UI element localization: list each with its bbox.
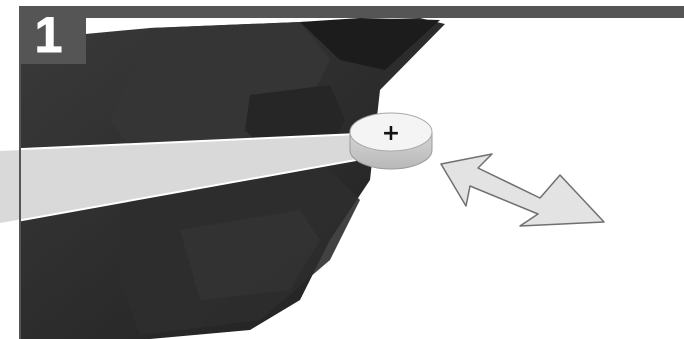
left-divider: [19, 64, 21, 339]
step-number-badge: 1: [19, 6, 86, 64]
step-number: 1: [34, 7, 63, 63]
callout-wedge: [0, 134, 358, 224]
header-bar: [86, 6, 684, 18]
battery-polarity-label: +: [382, 121, 400, 146]
coin-cell-battery-icon: +: [349, 112, 433, 170]
double-headed-arrow-icon: [440, 153, 605, 227]
